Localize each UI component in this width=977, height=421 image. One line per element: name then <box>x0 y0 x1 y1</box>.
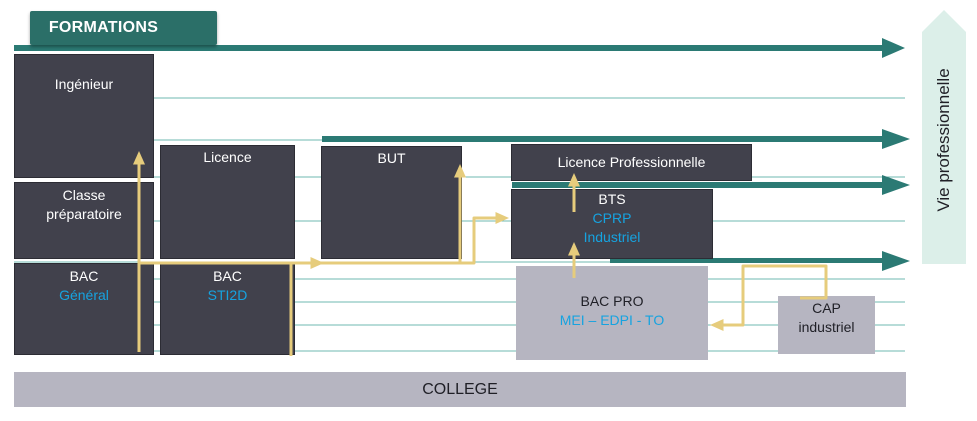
box-bac-general: BAC Général <box>14 263 154 355</box>
box-bts: BTS CPRP Industriel <box>511 189 713 259</box>
vie-professionnelle-band <box>922 10 966 264</box>
but-label: BUT <box>377 150 406 166</box>
box-ingenieur: Ingénieur <box>14 54 154 178</box>
bac-general-line1: BAC <box>69 268 99 284</box>
licence-label: Licence <box>203 149 252 165</box>
box-bac-sti2d: BAC STI2D <box>160 263 295 355</box>
bac-general-line2: Général <box>59 287 109 303</box>
classe-prepa-line2: préparatoire <box>46 206 122 222</box>
bts-line1: BTS <box>598 191 626 207</box>
formations-title: FORMATIONS <box>48 19 159 36</box>
college-label: COLLEGE <box>422 381 498 398</box>
bac-pro-line1: BAC PRO <box>580 293 644 309</box>
licence-pro-label: Licence Professionnelle <box>557 154 706 170</box>
bts-line3: Industriel <box>583 229 641 245</box>
bac-sti2d-line2: STI2D <box>207 287 248 303</box>
box-classe-preparatoire: Classe préparatoire <box>14 182 154 259</box>
classe-prepa-line1: Classe <box>62 187 106 203</box>
bac-pro-line2: MEI – EDPI - TO <box>559 312 665 328</box>
cap-line1: CAP <box>812 300 841 316</box>
college-bar: COLLEGE <box>14 372 906 407</box>
box-bac-pro: BAC PRO MEI – EDPI - TO <box>516 266 708 360</box>
bac-sti2d-line1: BAC <box>213 268 242 284</box>
cap-line2: industriel <box>798 319 855 335</box>
formations-tab: FORMATIONS <box>30 11 217 45</box>
box-cap-industriel: CAP industriel <box>778 296 875 354</box>
box-licence: Licence <box>160 145 295 259</box>
bts-line2: CPRP <box>592 210 632 226</box>
ingenieur-label: Ingénieur <box>54 76 114 92</box>
career-arrows <box>14 38 910 271</box>
box-but: BUT <box>321 146 462 259</box>
box-licence-professionnelle: Licence Professionnelle <box>511 144 752 181</box>
